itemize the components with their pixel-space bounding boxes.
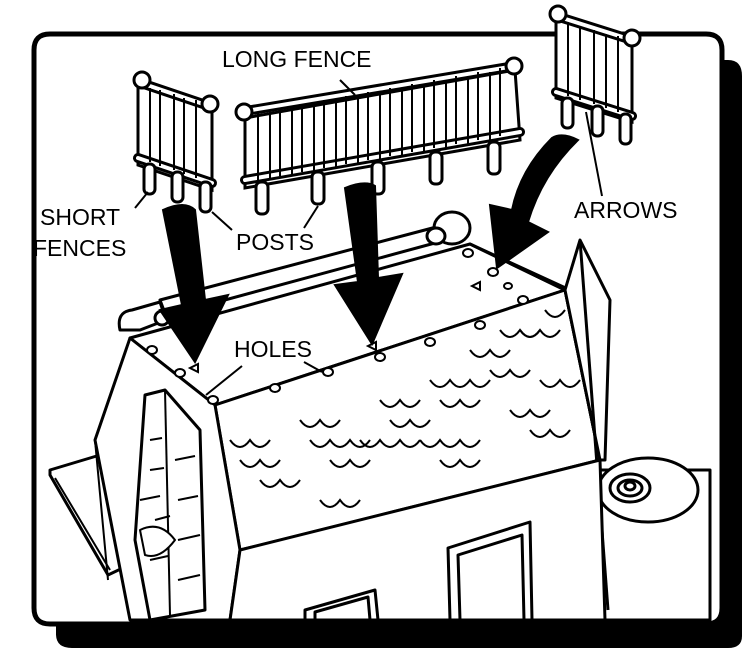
tower xyxy=(596,456,712,622)
label-holes: HOLES xyxy=(234,336,312,362)
short-fence-right xyxy=(548,4,642,146)
roof-shingles xyxy=(229,309,581,508)
placement-arrows xyxy=(158,134,580,364)
label-long-fence: LONG FENCE xyxy=(222,46,372,72)
label-posts: POSTS xyxy=(236,229,314,255)
window-left xyxy=(303,588,380,622)
arrow-long-fence xyxy=(333,182,404,347)
label-arrows: ARROWS xyxy=(574,197,678,223)
short-fence-left xyxy=(132,70,220,214)
window-right xyxy=(446,520,534,622)
label-short-fences-line2: FENCES xyxy=(33,235,126,261)
leader-lines xyxy=(134,79,603,396)
long-fence xyxy=(234,56,525,216)
arrow-short-fence-left xyxy=(158,204,230,364)
label-short-fences-line1: SHORT xyxy=(40,204,120,230)
roof-holes xyxy=(146,248,529,405)
dollhouse xyxy=(48,210,712,622)
arrow-short-fence-right xyxy=(488,134,580,270)
chimney xyxy=(133,388,207,622)
